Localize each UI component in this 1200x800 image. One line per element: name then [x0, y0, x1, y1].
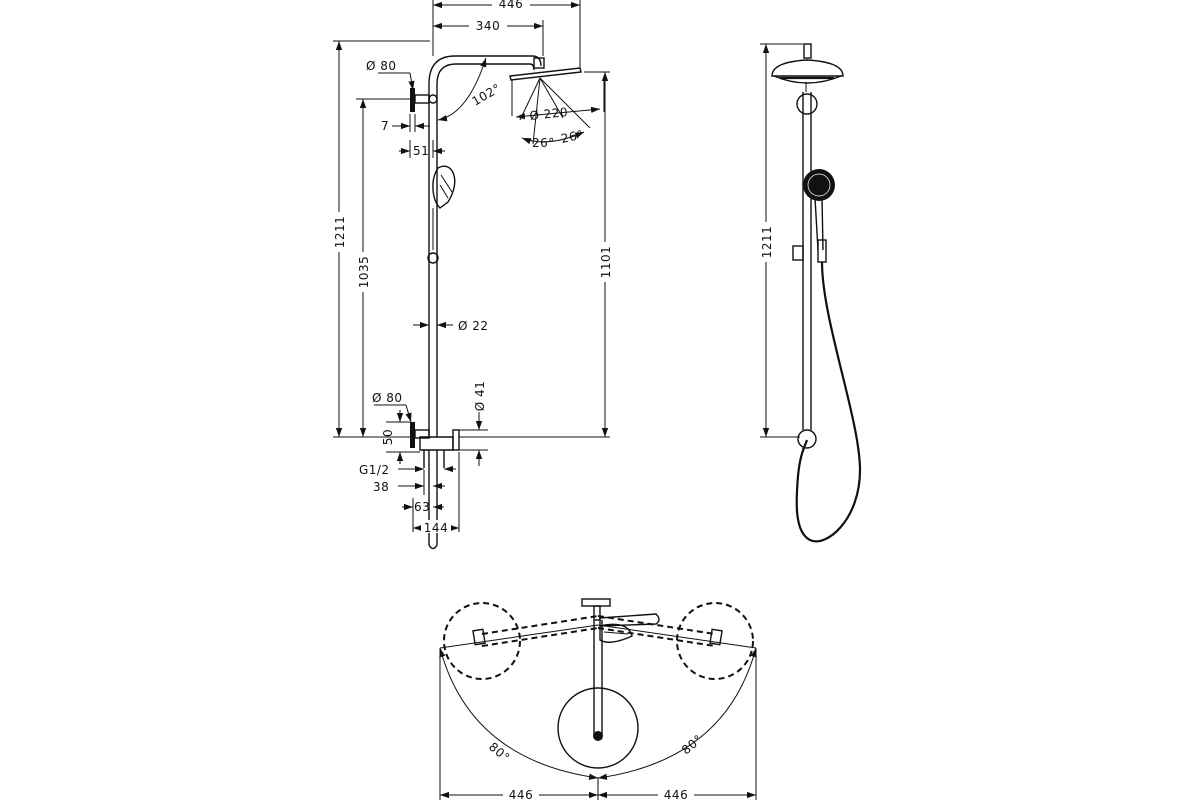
dim-38-label: 38 [373, 480, 389, 494]
side-riser [796, 92, 818, 430]
dim-144: 144 [413, 452, 460, 535]
dim-diam80-top: Ø 80 [366, 59, 415, 91]
top-width-dims: 446 446 [439, 648, 757, 800]
diam220-label: Ø 220 [529, 105, 569, 123]
dim-g12: G1/2 [359, 463, 456, 477]
dim-1035: 1035 [356, 98, 410, 437]
top-center-arm [557, 620, 639, 769]
top-width-right-label: 446 [664, 788, 688, 800]
dim-1211-side: 1211 [759, 43, 803, 438]
dim-50: 50 [381, 410, 420, 464]
dim-diam80-bottom: Ø 80 [372, 391, 412, 423]
dim-1101: 1101 [459, 71, 613, 438]
dim-144-label: 144 [424, 521, 448, 535]
hand-shower [432, 165, 456, 250]
dim-7-label: 7 [381, 119, 389, 133]
top-arc-dims: 80° 80° [439, 624, 757, 780]
slider-knob [427, 252, 439, 264]
side-dim-1211-label: 1211 [760, 226, 774, 259]
top-view: 80° 80° 446 446 [439, 598, 757, 800]
angle-26-left-label: 26° [532, 136, 555, 150]
dim-1101-label: 1101 [599, 246, 613, 279]
diam41-label: Ø 41 [473, 381, 487, 412]
dim-diam220: Ø 220 [511, 76, 605, 123]
top-angle-left-label: 80° [486, 740, 512, 765]
top-width-left-label: 446 [509, 788, 533, 800]
top-hand-shower [599, 613, 660, 643]
top-angle-right-label: 80° [679, 732, 705, 757]
top-wall-bracket [410, 88, 438, 112]
dim-angles-26: 26° 26° [521, 128, 585, 150]
dim-1211-front: 1211 [332, 40, 430, 438]
dim-51-label: 51 [413, 144, 429, 158]
side-wall-outlet [797, 429, 817, 452]
diam22-label: Ø 22 [458, 319, 489, 333]
top-base-bracket [581, 598, 611, 621]
diam80-top-label: Ø 80 [366, 59, 397, 73]
dim-340: 340 [433, 19, 544, 56]
riser-pipe [428, 84, 438, 437]
top-swing-circles [443, 602, 754, 680]
dim-63-label: 63 [414, 500, 430, 514]
dim-340-label: 340 [476, 19, 500, 33]
dim-7: 7 [381, 114, 430, 133]
dim-diam41: Ø 41 [459, 381, 488, 466]
dim-446-label: 446 [499, 0, 523, 11]
side-overhead-shower [771, 43, 844, 92]
front-view: 446 340 Ø 80 102° Ø 220 2 [332, 0, 613, 550]
top-arm-right [597, 615, 723, 647]
thread-label: G1/2 [359, 463, 390, 477]
dim-angle-102: 102° [437, 57, 503, 122]
dim-446-top: 446 [432, 0, 581, 70]
dim-diam22: Ø 22 [413, 319, 489, 333]
side-view: 1211 [759, 43, 862, 543]
diam80-bottom-label: Ø 80 [372, 391, 403, 405]
side-hose [795, 261, 862, 543]
top-arm-left [472, 615, 599, 647]
dim-1035-label: 1035 [357, 256, 371, 289]
dim-50-label: 50 [381, 429, 395, 445]
angle-26-right-label: 26° [560, 128, 585, 146]
dim-1211-label: 1211 [333, 216, 347, 249]
side-hand-shower [792, 169, 835, 263]
dim-51: 51 [399, 140, 445, 158]
dim-38: 38 [373, 470, 445, 495]
